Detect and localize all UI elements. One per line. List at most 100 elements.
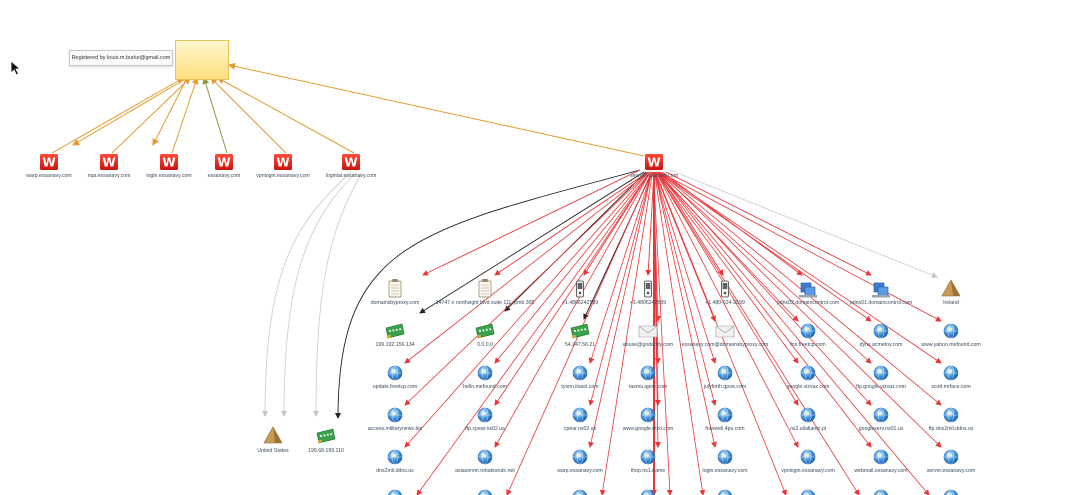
node-label: thop.ns1.name [631,468,665,474]
edge-gray [281,171,357,417]
grid-node[interactable]: hello.mefound.com [463,365,507,390]
grid-node[interactable]: googleserv.ns01.us [859,407,904,432]
grid-node[interactable]: +1.4806242599 [562,280,598,306]
globe-icon [572,449,588,465]
node-label: login.essanavy.com [146,173,191,179]
grid-node[interactable]: scott.mrface.com [931,365,971,390]
node-label: googleserv.ns01.us [859,426,904,432]
grid-node[interactable]: thop.ns1.name [631,449,665,474]
grid-node[interactable]: +1.480-624-2599 [705,280,745,306]
grid-node[interactable]: login.essanavy.com [702,449,748,474]
grid-node[interactable]: warp.essanavy.com [557,449,603,474]
grid-node[interactable]: vpnlogin.essanavy.com [781,449,835,474]
edge-red [416,171,651,495]
edge-red [659,171,942,364]
grid-node[interactable]: 14747 n northsight blvd suite 111, pmb 3… [436,279,535,306]
grid-node[interactable]: fourwell.4pu.com [705,407,745,432]
node-label: ftp.dns2mil.ddns.us [929,426,974,432]
grid-node[interactable]: 199.192.156.134 [376,323,415,348]
node-label: +1.4806242599 [562,300,598,306]
globe-icon [943,489,959,495]
grid-node[interactable]: asiaserver.rebatesrule.net [455,449,515,474]
grid-node[interactable]: cpear.ns02.us [564,407,597,432]
edge-child-to-root [171,77,199,154]
edge-root-to-child [152,77,188,146]
network-card-icon [316,428,336,444]
edge-red [655,171,799,448]
grid-node[interactable]: 0.0.0.0 [475,323,495,348]
edge-red [654,171,717,448]
svg-text:W: W [217,156,230,170]
globe-icon [387,449,403,465]
grid-node[interactable]: domainsbyproxy.com [371,279,420,306]
globe-icon [717,407,733,423]
edge-red [655,171,799,364]
grid-node[interactable]: webmail.essanavy.com [854,449,908,474]
edge-red [657,171,930,495]
node-label: www.google.otzo.com [623,426,673,432]
grid-node[interactable]: www.google.otzo.com [623,407,673,432]
edge-red [588,171,653,448]
grid-node[interactable]: server.essanavy.com [927,449,975,474]
globe-icon [477,407,493,423]
grid-node[interactable]: ftp.cpear.ns02.us [465,407,505,432]
globe-icon [477,365,493,381]
grid-node[interactable]: www.yahoo.mefound.com [921,323,981,348]
globe-icon [800,489,816,495]
globe-icon [387,489,403,495]
node-label: update.freetcp.com [373,384,417,390]
globe-icon [800,407,816,423]
globe-icon [873,449,889,465]
node-label: dyns.acmetoy.com [860,342,903,348]
grid-node[interactable]: 54.247.56.21 [565,323,595,348]
bottom-left-node[interactable]: United States [257,426,289,454]
grid-node[interactable]: pdns01.domaincontrol.com [850,282,912,306]
grid-node[interactable]: pdns02.domaincontrol.com [777,282,839,306]
edge-hub-to-root [228,62,645,157]
globe-icon [640,365,656,381]
grid-node[interactable]: +1.4806242599 [630,280,666,306]
globe-icon [800,365,816,381]
grid-node[interactable]: ftp.dns2mil.ddns.us [929,407,974,432]
grid-node[interactable]: julyforth.qpoe.com [703,365,746,390]
node-label: google.vizvaz.com [787,384,830,390]
node-label: fns.freetcp.com [790,342,825,348]
grid-node[interactable]: ftp.google.vizvaz.com [856,365,906,390]
edge-red [404,171,649,364]
grid-node[interactable]: essanavy.com@domainsbyproxy.com [682,325,769,348]
grid-node[interactable]: rasmu.qpoe.com [629,365,668,390]
w-site-icon: W [342,154,360,170]
svg-text:W: W [276,156,289,170]
edge-red [657,171,872,448]
node-label: ftp.cpear.ns02.us [465,426,505,432]
server-icon [799,282,817,298]
edge-red [494,171,651,448]
globe-icon [640,449,656,465]
grid-node[interactable]: ns2.allatlanto.pl [790,407,826,432]
grid-node[interactable]: Ireland [941,279,961,306]
grid-node[interactable]: dyns.acmetoy.com [860,323,903,348]
globe-icon [717,449,733,465]
edge-red [665,171,872,276]
node-label: fourwell.4pu.com [705,426,744,432]
globe-icon [800,323,816,339]
grid-node[interactable]: fns.freetcp.com [790,323,826,348]
bottom-left-node[interactable]: 199.68.199.110 [308,428,344,454]
grid-node[interactable]: dns2mil.ddns.us [376,449,414,474]
edge-gray [313,171,363,417]
grid-node[interactable]: tyson.itsaol.com [561,365,599,390]
grid-node[interactable]: abuse@godaddy.com [623,325,673,348]
grid-node[interactable]: update.freetcp.com [373,365,417,390]
grid-node[interactable]: access.militarynews.biz [368,407,423,432]
edge-child-to-root [217,77,355,154]
edge-child-to-root [210,77,287,154]
grid-node[interactable]: google.vizvaz.com [787,365,830,390]
